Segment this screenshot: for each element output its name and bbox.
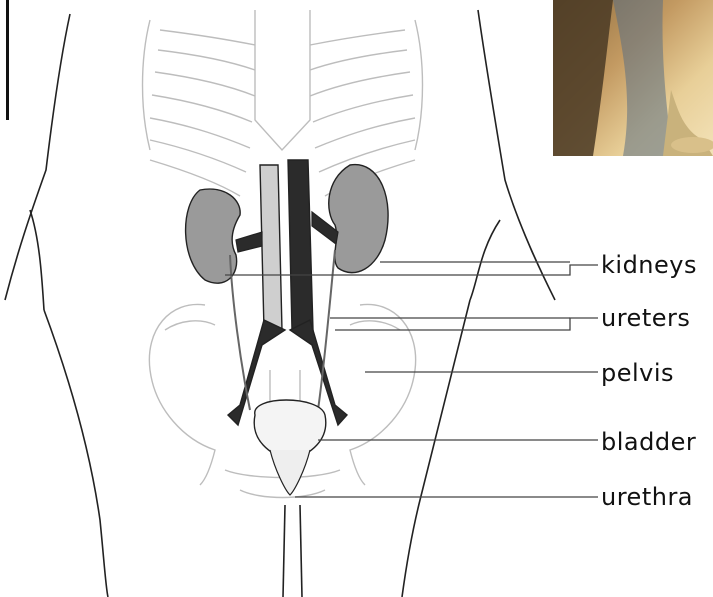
label-pelvis: pelvis [601,361,674,385]
label-bladder: bladder [601,430,696,454]
rib-cage [143,10,423,196]
label-ureters: ureters [601,306,690,330]
label-kidneys: kidneys [601,253,697,277]
label-urethra: urethra [601,485,693,509]
kidneys-organ [186,165,389,284]
photo-inset [553,0,713,156]
bladder-organ [254,400,326,495]
